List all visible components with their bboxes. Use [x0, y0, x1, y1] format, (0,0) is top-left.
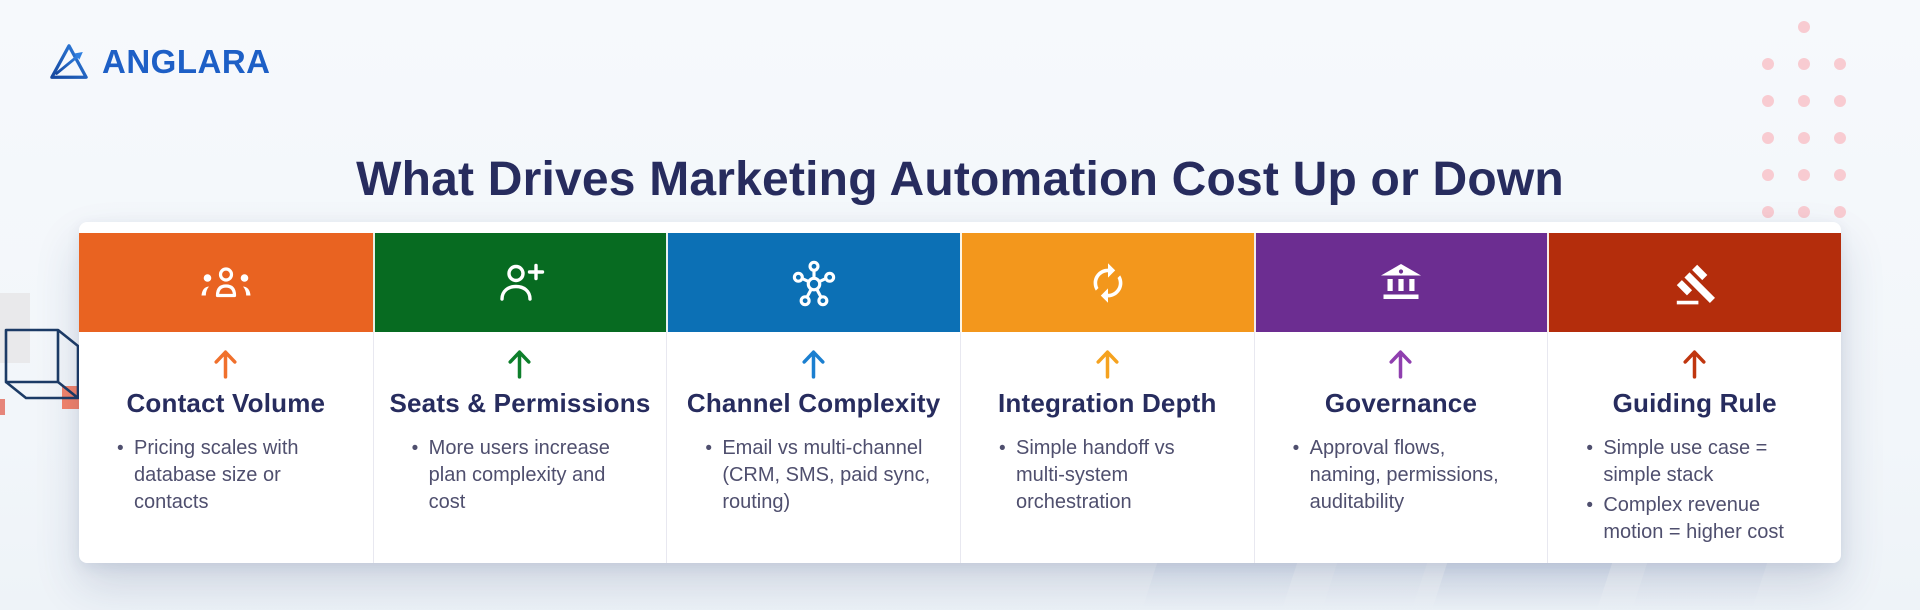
bottom-shape-decoration [1631, 560, 1769, 610]
bullet-item: Simple use case = simple stack [1586, 435, 1815, 489]
pink-dot [1798, 205, 1810, 218]
column-bullets: Email vs multi-channel (CRM, SMS, paid s… [667, 435, 960, 519]
bullet-item: More users increase plan complexity and … [412, 435, 641, 516]
pink-dot [1762, 131, 1774, 144]
anglara-logo-icon [50, 44, 88, 79]
column-contact-volume: Contact Volume Pricing scales with datab… [79, 233, 373, 563]
column-bullets: Simple use case = simple stackComplex re… [1548, 435, 1841, 549]
column-body: Guiding Rule Simple use case = simple st… [1547, 332, 1841, 563]
bullet-item: Approval flows, naming, permissions, aud… [1293, 435, 1522, 516]
pink-dot [1798, 94, 1810, 107]
column-title: Contact Volume [126, 388, 326, 418]
up-arrow-icon [1683, 350, 1706, 379]
bullet-item: Simple handoff vs multi-system orchestra… [999, 435, 1228, 516]
dot-grid-decoration [1750, 8, 1858, 230]
column-body: Integration Depth Simple handoff vs mult… [959, 332, 1254, 563]
groups-icon [200, 264, 252, 302]
column-bullets: Simple handoff vs multi-system orchestra… [961, 435, 1254, 519]
cube-decoration [0, 293, 83, 409]
pink-dot [1834, 131, 1846, 144]
pink-dot [1798, 131, 1810, 144]
column-title: Channel Complexity [686, 388, 941, 418]
gavel-icon [1673, 261, 1717, 305]
bottom-shape-decoration [1141, 560, 1299, 610]
column-header [959, 233, 1254, 332]
column-header [1547, 233, 1841, 332]
up-arrow-icon [802, 350, 825, 379]
pink-dot [1762, 57, 1774, 70]
column-body: Channel Complexity Email vs multi-channe… [666, 332, 960, 563]
column-bullets: Approval flows, naming, permissions, aud… [1255, 435, 1548, 519]
up-arrow-icon [1096, 350, 1119, 379]
pink-dot [1762, 94, 1774, 107]
up-arrow-icon [214, 350, 237, 379]
bullet-item: Pricing scales with database size or con… [117, 435, 347, 516]
column-body: Seats & Permissions More users increase … [372, 332, 667, 563]
column-governance: Governance Approval flows, naming, permi… [1253, 233, 1548, 563]
pink-dot [1834, 205, 1846, 218]
bottom-shape-decoration [1431, 560, 1614, 610]
person-add-icon [495, 262, 545, 304]
column-header [1253, 233, 1548, 332]
column-header [666, 233, 960, 332]
bank-icon [1379, 263, 1423, 303]
column-channel-complexity: Channel Complexity Email vs multi-channe… [666, 233, 960, 563]
up-arrow-icon [508, 350, 532, 379]
sync-icon [1086, 261, 1130, 305]
pink-dot [1798, 168, 1810, 181]
logo-text: ANGLARA [102, 43, 271, 80]
pink-dot [1762, 205, 1774, 218]
pink-dot [1798, 57, 1810, 70]
column-guiding-rule: Guiding Rule Simple use case = simple st… [1547, 233, 1841, 563]
column-body: Governance Approval flows, naming, permi… [1253, 332, 1548, 563]
bottom-shape-decoration [1321, 560, 1429, 610]
columns-container: Contact Volume Pricing scales with datab… [79, 233, 1841, 563]
column-bullets: Pricing scales with database size or con… [79, 435, 373, 519]
column-title: Integration Depth [998, 388, 1217, 418]
bullet-item: Complex revenue motion = higher cost [1586, 492, 1815, 546]
column-header [79, 233, 373, 332]
bullet-item: Email vs multi-channel (CRM, SMS, paid s… [705, 435, 934, 516]
pink-dot [1834, 168, 1846, 181]
pink-dot [1834, 57, 1846, 70]
column-bullets: More users increase plan complexity and … [374, 435, 667, 519]
up-arrow-icon [1389, 350, 1413, 379]
column-seats-permissions: Seats & Permissions More users increase … [372, 233, 667, 563]
cost-drivers-card: Contact Volume Pricing scales with datab… [79, 222, 1841, 563]
column-body: Contact Volume Pricing scales with datab… [79, 332, 373, 563]
edge-coral-decoration [0, 399, 5, 415]
column-header [372, 233, 667, 332]
column-integration-depth: Integration Depth Simple handoff vs mult… [959, 233, 1254, 563]
column-title: Governance [1324, 388, 1478, 418]
pink-dot [1834, 94, 1846, 107]
wireframe-cube-icon [4, 328, 80, 400]
page-title: What Drives Marketing Automation Cost Up… [356, 153, 1564, 207]
anglara-logo: ANGLARA [48, 42, 270, 82]
column-title: Seats & Permissions [389, 388, 651, 418]
hub-icon [791, 259, 837, 307]
pink-dot [1798, 20, 1810, 33]
pink-dot [1762, 168, 1774, 181]
column-title: Guiding Rule [1612, 388, 1777, 418]
